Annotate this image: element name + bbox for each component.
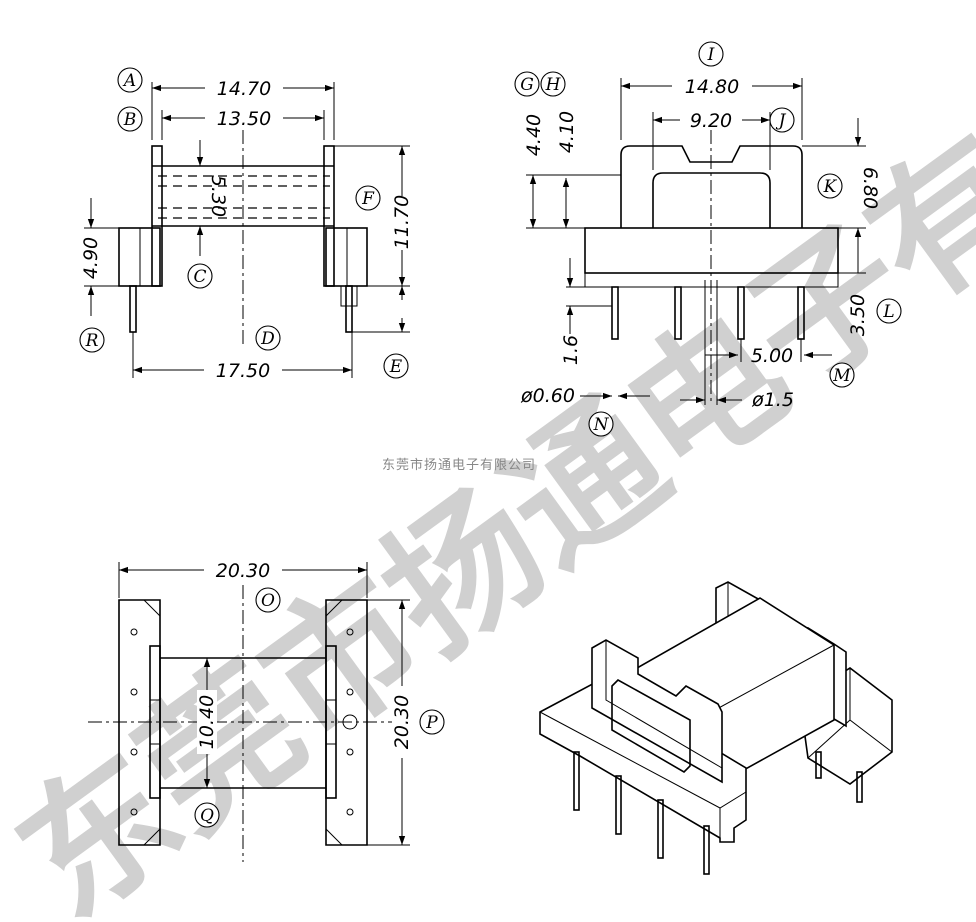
- dim-4-90: 4.90: [80, 237, 102, 279]
- label-l: L: [882, 302, 894, 322]
- dim-phi-1-5: ø1.5: [751, 389, 794, 411]
- label-m: M: [832, 366, 851, 386]
- isometric-view: [539, 581, 893, 875]
- label-f: F: [361, 189, 375, 209]
- dim-14-80: 14.80: [685, 76, 739, 98]
- label-b: B: [123, 110, 137, 130]
- top-view: 20.30 10.40 20.30 O P Q: [88, 560, 445, 862]
- side-pin-2: [674, 286, 682, 340]
- side-pin-1: [611, 286, 619, 340]
- label-j: J: [776, 111, 787, 131]
- dim-5-00: 5.00: [751, 345, 793, 367]
- watermark-small-text: 东莞市扬通电子有限公司: [382, 457, 536, 473]
- label-c: C: [193, 267, 206, 287]
- pin-right: [345, 285, 353, 333]
- label-n: N: [593, 415, 610, 435]
- pin-left: [129, 285, 137, 333]
- dim-17-50: 17.50: [216, 360, 270, 382]
- label-h: H: [545, 75, 562, 95]
- label-i: I: [707, 45, 715, 65]
- label-r: R: [85, 331, 99, 351]
- label-k: K: [823, 177, 838, 197]
- dim-4-40: 4.40: [523, 114, 545, 156]
- label-p: P: [425, 713, 438, 733]
- front-view: 14.70 13.50 5.30 4.90 11.70 17.50 A: [79, 67, 413, 382]
- dim-phi-0-60: ø0.60: [520, 385, 575, 407]
- dim-3-50: 3.50: [847, 294, 869, 336]
- dim-11-70: 11.70: [391, 195, 413, 249]
- dim-4-10: 4.10: [556, 111, 578, 153]
- label-g: G: [520, 75, 534, 95]
- top-left-base: [118, 599, 161, 846]
- dim-20-30-width: 20.30: [216, 560, 270, 582]
- dim-10-40: 10.40: [196, 695, 218, 749]
- dim-5-30: 5.30: [207, 175, 229, 217]
- label-q: Q: [200, 806, 214, 826]
- dim-6-80: 6.80: [859, 167, 881, 209]
- label-a: A: [122, 71, 136, 91]
- label-e: E: [389, 357, 403, 377]
- dim-9-20: 9.20: [690, 110, 732, 132]
- dim-1-6: 1.6: [560, 335, 582, 365]
- side-view: 14.80 9.20 4.40 4.10 6.80 3.50 1.6: [514, 41, 902, 437]
- dim-13-50: 13.50: [217, 108, 271, 130]
- label-o: O: [261, 591, 275, 611]
- dim-14-70: 14.70: [217, 78, 271, 100]
- dim-20-30-height: 20.30: [391, 695, 413, 749]
- label-d: D: [260, 329, 275, 349]
